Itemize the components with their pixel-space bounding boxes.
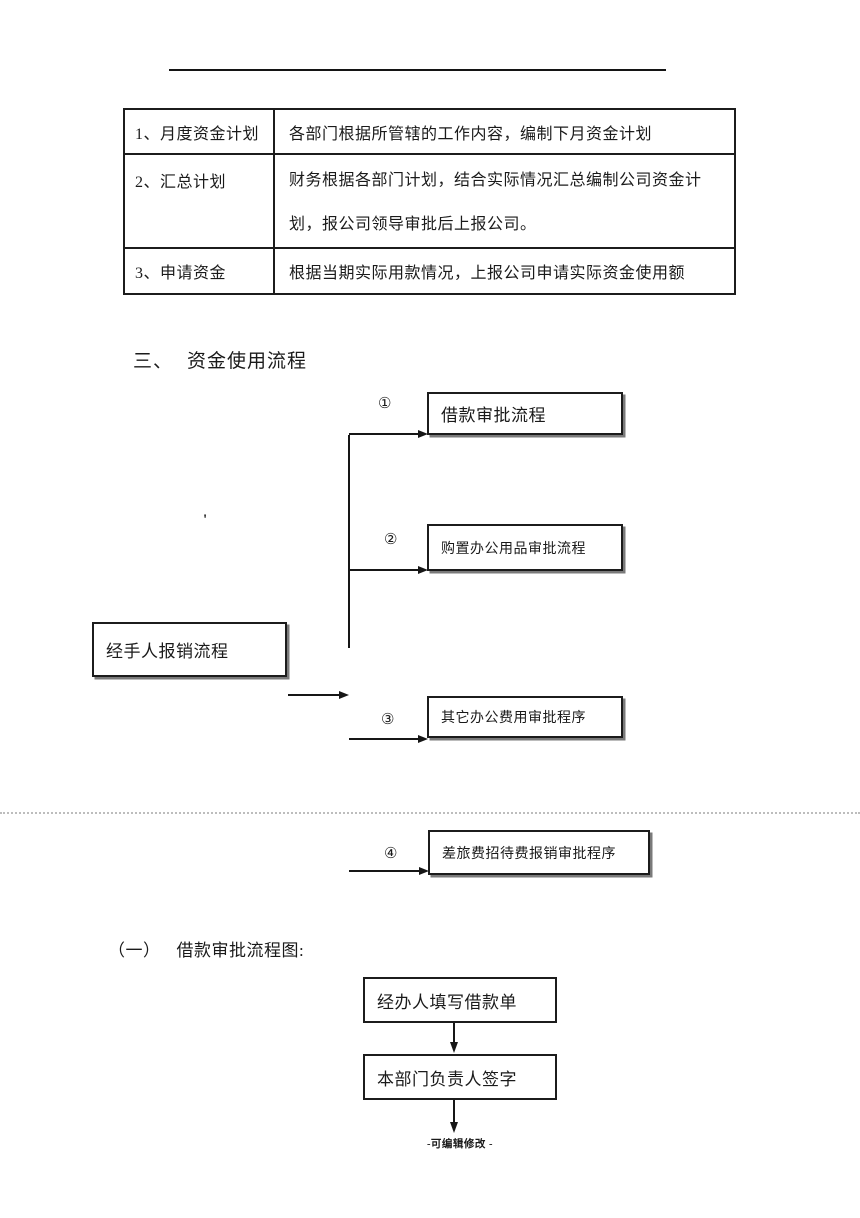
flow-box-handler-reimbursement: 经手人报销流程 (92, 622, 287, 677)
trunk-connector-line (348, 435, 350, 648)
arrow-to-travel-entertainment (349, 866, 429, 875)
desc-line: 财务根据各部门计划，结合实际情况汇总编制公司资金计 (289, 172, 702, 189)
branch-number-4: ④ (384, 846, 398, 862)
arrow-to-office-supplies (349, 565, 428, 574)
section-heading-funds-usage: 三、资金使用流程 (133, 346, 307, 373)
desc-line: 划，报公司领导审批后上报公司。 (289, 216, 537, 233)
table-row: 1、月度资金计划 各部门根据所管辖的工作内容，编制下月资金计划 (123, 108, 736, 155)
arrow-to-other-office-expense (349, 734, 428, 743)
subsection-title: 借款审批流程图: (176, 941, 305, 960)
flow-box-label: 经办人填写借款单 (377, 992, 517, 1012)
flow-box-label: 经手人报销流程 (106, 642, 229, 661)
header-rule (169, 69, 666, 71)
table-cell-label: 2、汇总计划 (123, 153, 275, 249)
page-break-divider (0, 812, 860, 814)
flow-box-travel-entertainment: 差旅费招待费报销审批程序 (428, 830, 650, 875)
branch-number-1: ① (378, 396, 392, 412)
fund-plan-table: 1、月度资金计划 各部门根据所管辖的工作内容，编制下月资金计划 2、汇总计划 财… (123, 108, 736, 295)
stray-apostrophe-mark: ' (203, 512, 208, 528)
table-cell-desc: 财务根据各部门计划，结合实际情况汇总编制公司资金计 划，报公司领导审批后上报公司… (273, 153, 736, 249)
branch-number-2: ② (384, 532, 398, 548)
section-title: 资金使用流程 (187, 351, 308, 372)
arrow-step1-to-step2 (449, 1023, 458, 1053)
flow-box-label: 借款审批流程 (441, 406, 546, 425)
flow-box-label: 购置办公用品审批流程 (441, 541, 586, 557)
flow-box-label: 差旅费招待费报销审批程序 (442, 846, 616, 862)
section-number: 三、 (133, 351, 174, 372)
arrow-step2-down (449, 1100, 458, 1133)
flow-box-other-office-expense: 其它办公费用审批程序 (427, 696, 623, 738)
arrow-to-loan-approval (349, 429, 428, 438)
table-row: 2、汇总计划 财务根据各部门计划，结合实际情况汇总编制公司资金计 划，报公司领导… (123, 153, 736, 249)
table-cell-desc: 各部门根据所管辖的工作内容，编制下月资金计划 (273, 108, 736, 155)
table-cell-desc: 根据当期实际用款情况，上报公司申请实际资金使用额 (273, 247, 736, 295)
table-cell-label: 1、月度资金计划 (123, 108, 275, 155)
arrow-from-source-box (288, 690, 349, 699)
subsection-heading-loan-flow: （一） 借款审批流程图: (108, 936, 304, 961)
table-cell-label: 3、申请资金 (123, 247, 275, 295)
subsection-number: （一） (108, 941, 161, 960)
flow-box-office-supplies: 购置办公用品审批流程 (427, 524, 623, 571)
branch-number-3: ③ (381, 712, 395, 728)
flow-box-fill-loan-form: 经办人填写借款单 (363, 977, 557, 1023)
flow-box-loan-approval: 借款审批流程 (427, 392, 623, 435)
flow-box-label: 其它办公费用审批程序 (441, 711, 586, 726)
flow-box-label: 本部门负责人签字 (377, 1069, 517, 1089)
footer-editable-note: -可编辑修改 - (426, 1139, 494, 1150)
flow-box-dept-head-sign: 本部门负责人签字 (363, 1054, 557, 1100)
table-row: 3、申请资金 根据当期实际用款情况，上报公司申请实际资金使用额 (123, 247, 736, 295)
